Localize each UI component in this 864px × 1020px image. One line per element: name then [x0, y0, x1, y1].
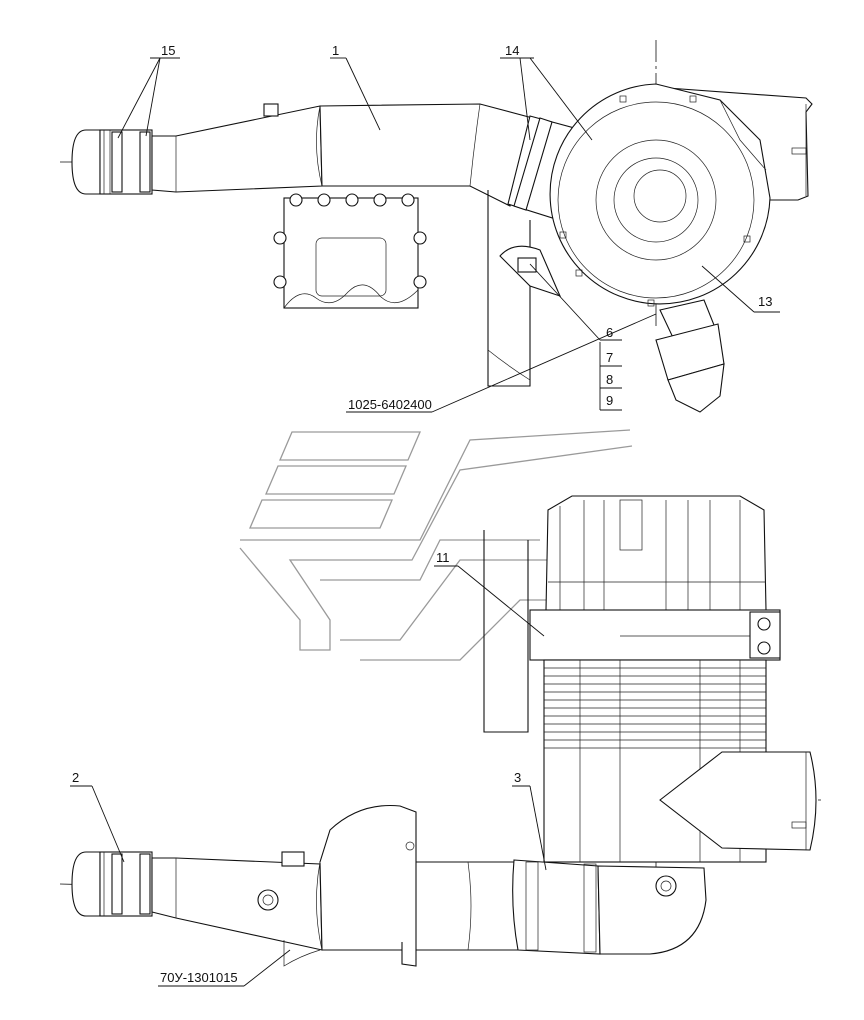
air-filter-cover: [545, 495, 767, 611]
part-number-bracket: 1025-6402400: [348, 397, 432, 412]
top-view: [60, 40, 813, 413]
clamp-band-11: [529, 609, 781, 661]
callout-13: 13: [758, 294, 772, 309]
callout-8: 8: [606, 372, 613, 387]
callout-15: 15: [161, 43, 175, 58]
hose-clamp-left-bottom: [71, 851, 153, 917]
callout-9: 9: [606, 393, 613, 408]
callout-3: 3: [514, 770, 521, 785]
callout-2: 2: [72, 770, 79, 785]
bottom-view: [59, 495, 822, 967]
callout-6: 6: [606, 325, 613, 340]
dust-ejector: [655, 299, 725, 413]
cyclone-housing-13: [549, 83, 813, 307]
callout-14: 14: [505, 43, 519, 58]
mounting-bracket-top: [273, 193, 427, 309]
callout-7: 7: [606, 350, 613, 365]
callout-11: 11: [436, 550, 450, 565]
bolt-row: [273, 193, 427, 289]
leader-lines: [70, 57, 780, 987]
callout-labels: 15 1 14 13 6 7 8 9 1025-6402400 11 2 3 7…: [72, 43, 772, 985]
part-number-pipe: 70У-1301015: [160, 970, 238, 985]
hose-clamp-left-top: [71, 129, 153, 195]
callout-1: 1: [332, 43, 339, 58]
hose-clamp-3: [512, 859, 601, 955]
watermark-logo: [239, 429, 633, 661]
